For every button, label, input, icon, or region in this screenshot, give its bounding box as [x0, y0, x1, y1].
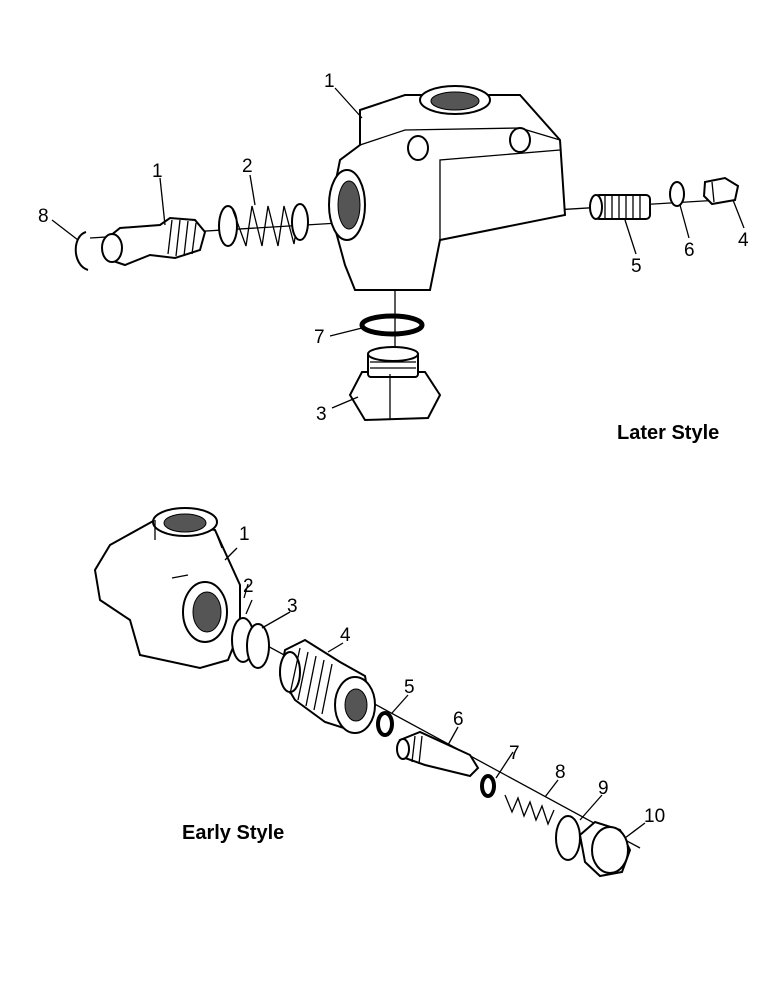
- later-snap-ring: [74, 231, 89, 271]
- later-plug-small: [702, 176, 740, 206]
- early-callout-2: 2: [243, 576, 254, 597]
- later-piston: [101, 216, 207, 267]
- later-callout-6: 6: [684, 240, 695, 261]
- early-valve-body: [93, 507, 241, 670]
- early-washer-5: [376, 711, 394, 737]
- later-callout-4: 4: [738, 230, 749, 251]
- early-style-assembly: 1 2 3 4 5 6 7 8 9 10 Early Style: [93, 507, 665, 878]
- early-style-caption: Early Style: [182, 822, 284, 844]
- early-callout-5: 5: [404, 677, 415, 698]
- later-spring: [218, 203, 309, 247]
- early-callout-9: 9: [598, 778, 609, 799]
- later-o-ring-small: [669, 181, 685, 207]
- later-callout-5: 5: [631, 256, 642, 277]
- later-callout-1-piston: 1: [152, 161, 163, 182]
- early-callout-1: 1: [239, 524, 250, 545]
- later-style-caption: Later Style: [617, 422, 719, 444]
- later-callout-8: 8: [38, 206, 49, 227]
- early-callout-4: 4: [340, 625, 351, 646]
- later-o-ring-large: [359, 313, 425, 337]
- later-callout-7: 7: [314, 327, 325, 348]
- early-callout-10: 10: [644, 806, 665, 827]
- later-screen: [589, 194, 651, 220]
- early-o-ring-3: [246, 623, 270, 669]
- early-callout-6: 6: [453, 709, 464, 730]
- early-washer-7: [480, 774, 496, 798]
- early-callout-8: 8: [555, 762, 566, 783]
- early-o-ring-9: [555, 815, 581, 861]
- later-valve-body: [328, 85, 567, 291]
- later-style-assembly: 1 1 2 8 5 6 4 7 3 Later Style: [38, 71, 749, 444]
- early-cartridge: [278, 638, 376, 734]
- early-callout-7: 7: [509, 743, 520, 764]
- later-callout-3: 3: [316, 404, 327, 425]
- early-callout-3: 3: [287, 596, 298, 617]
- later-callout-1-body: 1: [324, 71, 335, 92]
- early-poppet: [396, 730, 480, 778]
- later-callout-2: 2: [242, 156, 253, 177]
- early-plug: [578, 820, 632, 878]
- early-spring: [504, 794, 555, 826]
- later-hex-plug: [348, 346, 442, 422]
- early-axis-line: [204, 611, 641, 849]
